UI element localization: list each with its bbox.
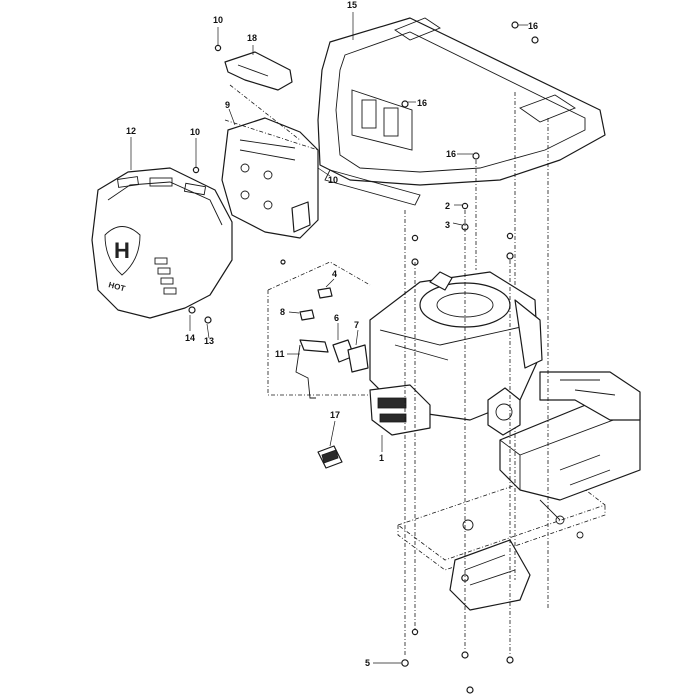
side-panel-9	[221, 117, 319, 239]
callout-9: 9	[225, 100, 230, 110]
callout-15: 15	[347, 0, 357, 10]
front-hood-12: H HOT	[91, 167, 233, 319]
callout-11: 11	[275, 349, 285, 359]
brand-emblem-letter: H	[114, 238, 130, 263]
callout-17: 17	[330, 410, 340, 420]
callout-14: 14	[185, 333, 195, 343]
callout-2: 2	[445, 201, 450, 211]
pin-8	[299, 309, 315, 321]
bracket-11	[299, 339, 329, 353]
callout-8: 8	[280, 307, 285, 317]
hood-support-frame	[317, 17, 606, 610]
callout-7: 7	[354, 320, 359, 330]
bolt-4	[317, 287, 333, 299]
callout-labels: 10 18 15 16 9 16 12 10 16 10 2 3 4 8 6 7…	[126, 0, 538, 668]
callout-18: 18	[247, 33, 257, 43]
callout-12: 12	[126, 126, 136, 136]
callout-4: 4	[332, 269, 337, 279]
hot-warning-label: HOT	[107, 280, 126, 293]
callout-1: 1	[379, 453, 384, 463]
callout-10: 10	[213, 15, 223, 25]
callout-13: 13	[204, 336, 214, 346]
brand-emblem: H	[104, 226, 141, 276]
callout-5: 5	[365, 658, 370, 668]
small-parts	[295, 287, 369, 469]
callout-16: 16	[446, 149, 456, 159]
callout-6: 6	[334, 313, 339, 323]
bracket-18	[224, 51, 293, 91]
part-7	[347, 344, 369, 373]
callout-16: 16	[417, 98, 427, 108]
callout-10: 10	[190, 127, 200, 137]
callout-3: 3	[445, 220, 450, 230]
engine-assembly-1	[369, 271, 543, 436]
callout-leaders	[130, 12, 528, 664]
callout-16: 16	[528, 21, 538, 31]
callout-10: 10	[328, 175, 338, 185]
